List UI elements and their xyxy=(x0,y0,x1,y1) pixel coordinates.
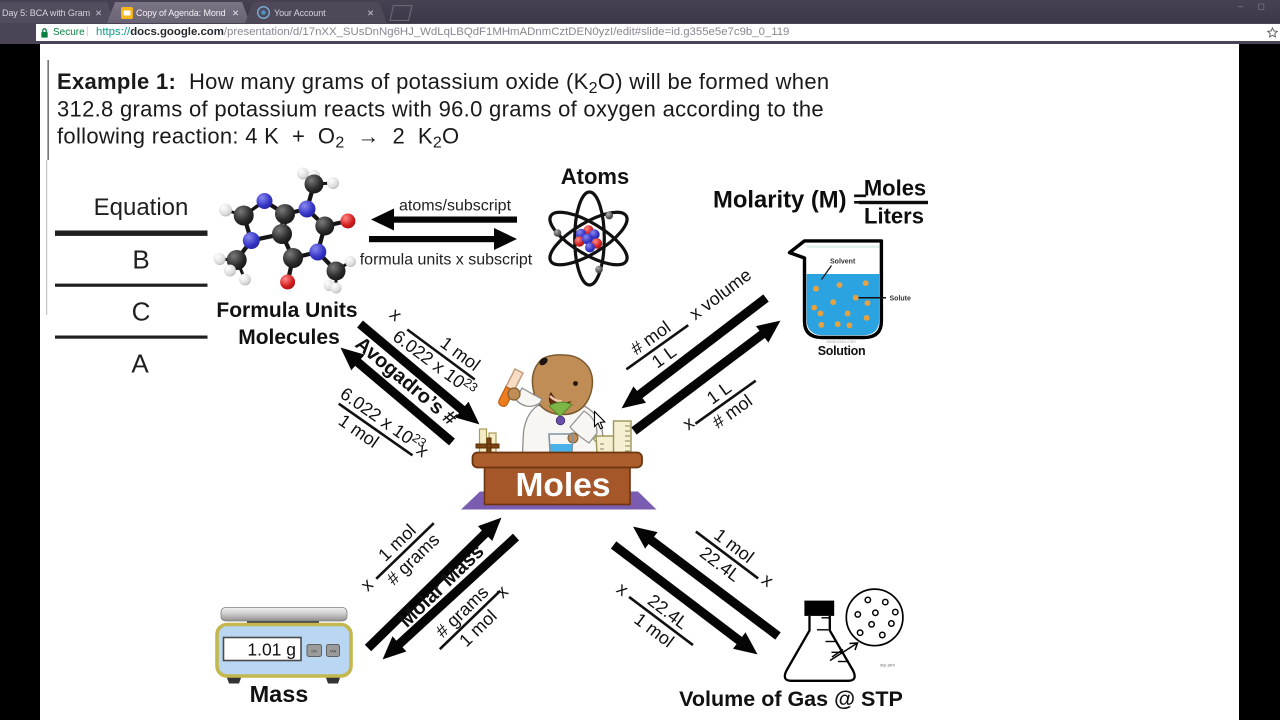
svg-text:Atoms: Atoms xyxy=(561,164,629,189)
svg-text:Solvent: Solvent xyxy=(830,259,856,266)
svg-text:atoms/subscript: atoms/subscript xyxy=(399,198,512,215)
svg-text:C: C xyxy=(132,297,151,327)
svg-text:A: A xyxy=(131,349,149,379)
svg-text:B: B xyxy=(132,245,149,275)
svg-text:Volume of Gas @ STP: Volume of Gas @ STP xyxy=(679,687,903,711)
svg-text:Molecules: Molecules xyxy=(238,326,340,349)
svg-text:www.xxxx.com: www.xxxx.com xyxy=(826,339,856,344)
svg-text:Solute: Solute xyxy=(890,295,911,302)
svg-text:312.8 grams of potassium react: 312.8 grams of potassium reacts with 96.… xyxy=(57,96,824,121)
svg-text:Mass: Mass xyxy=(250,681,309,707)
svg-text:Equation: Equation xyxy=(94,194,189,221)
svg-text:following reaction: 4 K + O2: following reaction: 4 K + O2 → 2 K2O xyxy=(57,124,459,152)
svg-text:Liters: Liters xyxy=(864,204,924,229)
svg-text:Moles: Moles xyxy=(516,467,611,504)
svg-text:Moles: Moles xyxy=(864,176,926,201)
svg-text:Formula Units: Formula Units xyxy=(216,299,357,322)
svg-text:1.01 g: 1.01 g xyxy=(247,640,296,660)
svg-text:Molarity (M) =: Molarity (M) = xyxy=(713,187,867,214)
svg-text:Solution: Solution xyxy=(818,344,866,358)
svg-text:Example 1: How many grams of: Example 1: How many grams of potassium o… xyxy=(57,69,829,97)
svg-text:stp·atm: stp·atm xyxy=(880,663,895,668)
svg-text:TAR: TAR xyxy=(330,650,337,654)
svg-text:formula units x subscript: formula units x subscript xyxy=(360,252,533,269)
svg-text:ON: ON xyxy=(311,650,317,654)
